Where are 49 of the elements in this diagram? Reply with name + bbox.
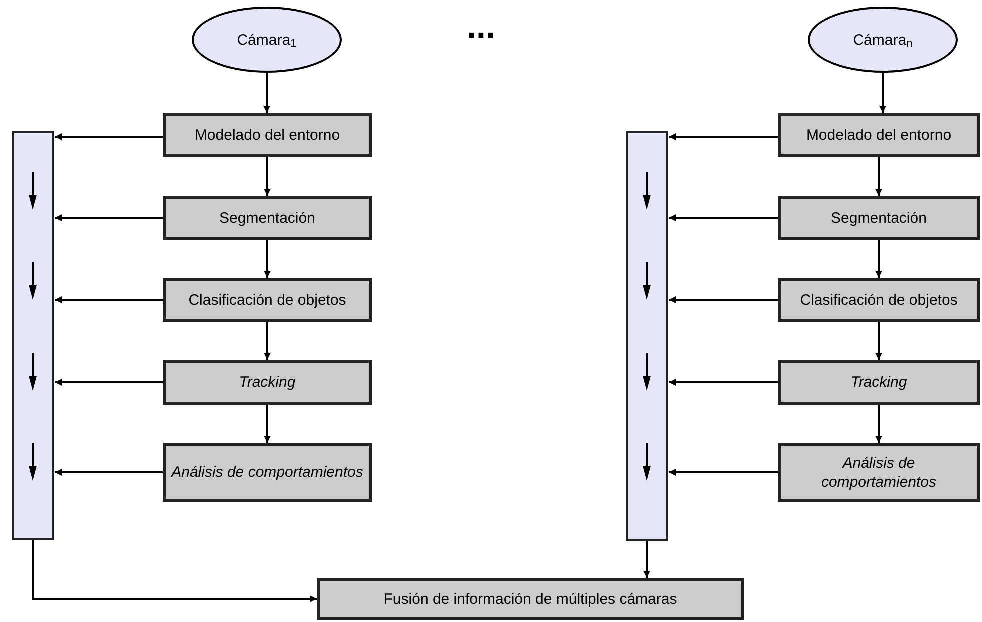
node-label: Clasificación de objetos (188, 290, 348, 310)
arrow (32, 540, 317, 602)
arrow (669, 296, 778, 304)
arrow (264, 240, 271, 278)
process-box (778, 443, 980, 502)
node-label: Tracking (238, 373, 297, 392)
process-box (163, 278, 372, 322)
arrow (55, 379, 163, 386)
arrow (264, 405, 271, 443)
arrow (669, 469, 778, 476)
node-label: Análisis de comportamientos (170, 463, 364, 482)
node-label: Segmentación (830, 208, 928, 228)
arrow (55, 469, 163, 476)
process-box (778, 360, 980, 405)
arrow (264, 73, 270, 113)
ellipsis-label: ... (467, 10, 496, 44)
node-label: Cámara$_{1}$ (236, 30, 298, 50)
node-label: Tracking (850, 373, 908, 392)
arrow (876, 405, 882, 443)
arrow (264, 157, 271, 196)
node-label: Fusión de información de múltiples cámaras (382, 590, 678, 608)
arrow (55, 134, 163, 140)
process-box (163, 113, 372, 157)
process-box (163, 196, 372, 240)
arrow (55, 214, 163, 222)
node-label: Modelado del entorno (194, 126, 342, 144)
arrow (55, 296, 163, 304)
process-box (163, 360, 372, 405)
arrow (264, 322, 271, 360)
arrow (669, 379, 778, 386)
data-bar (12, 131, 54, 540)
node-label: Cámara$_{n}$ (852, 30, 914, 50)
arrow (669, 134, 778, 140)
data-bar (626, 131, 668, 541)
process-box (778, 113, 980, 157)
arrow (644, 541, 650, 578)
process-box (317, 578, 744, 620)
node-label: Clasificación de objetos (799, 290, 959, 310)
arrow (876, 240, 882, 278)
process-box (163, 443, 372, 502)
arrow (880, 73, 886, 113)
process-box (778, 196, 980, 240)
node-label: Segmentación (218, 208, 316, 228)
node-label: Modelado del entorno (805, 126, 953, 144)
arrow (669, 214, 778, 222)
process-box (778, 278, 980, 322)
arrow (876, 322, 882, 360)
node-label: Análisis de comportamientos (820, 454, 938, 492)
arrow (876, 157, 882, 196)
